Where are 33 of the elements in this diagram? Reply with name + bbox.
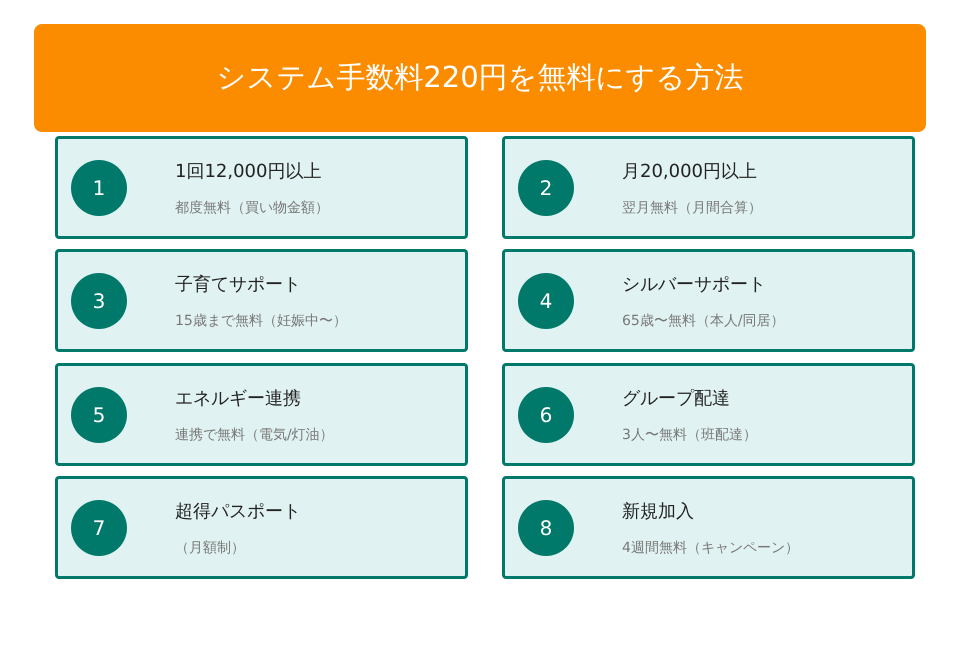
option-description: 翌月無料（月間合算） — [622, 199, 762, 217]
option-heading: 新規加入 — [622, 500, 694, 523]
option-description: 15歳まで無料（妊娠中〜） — [175, 312, 347, 330]
option-heading: 1回12,000円以上 — [175, 160, 322, 183]
number-badge: 5 — [71, 387, 127, 443]
title: システム手数料220円を無料にする方法 — [216, 59, 744, 96]
option-description: 65歳〜無料（本人/同居） — [622, 312, 785, 330]
option-description: 連携で無料（電気/灯油） — [175, 426, 334, 444]
option-description: 3人〜無料（班配達） — [622, 426, 757, 444]
option-heading: シルバーサポート — [622, 273, 766, 296]
number-badge: 8 — [518, 500, 574, 556]
option-card — [502, 363, 915, 466]
number-badge: 4 — [518, 273, 574, 329]
option-description: （月額制） — [175, 539, 245, 557]
number-badge: 1 — [71, 160, 127, 216]
option-card — [55, 476, 468, 579]
option-heading: グループ配達 — [622, 387, 730, 410]
option-card — [502, 476, 915, 579]
number-badge: 3 — [71, 273, 127, 329]
option-heading: 月20,000円以上 — [622, 160, 757, 183]
option-card — [55, 136, 468, 239]
option-description: 4週間無料（キャンペーン） — [622, 539, 799, 557]
option-card — [55, 363, 468, 466]
number-badge: 2 — [518, 160, 574, 216]
option-heading: 子育てサポート — [175, 273, 301, 296]
option-card — [502, 249, 915, 352]
option-heading: 超得パスポート — [175, 500, 301, 523]
option-card — [55, 249, 468, 352]
option-heading: エネルギー連携 — [175, 387, 301, 410]
number-badge: 7 — [71, 500, 127, 556]
option-description: 都度無料（買い物金額） — [175, 199, 329, 217]
number-badge: 6 — [518, 387, 574, 443]
option-card — [502, 136, 915, 239]
